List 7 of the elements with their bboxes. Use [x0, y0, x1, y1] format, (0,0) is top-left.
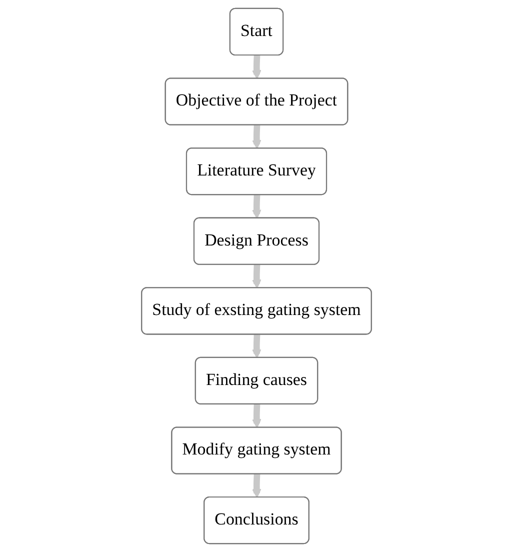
arrow: [252, 333, 262, 358]
arrow: [252, 472, 262, 498]
arrow: [252, 54, 262, 80]
arrow: [252, 194, 262, 219]
arrow: [252, 124, 262, 149]
arrow: [252, 403, 262, 428]
arrow: [252, 264, 262, 289]
